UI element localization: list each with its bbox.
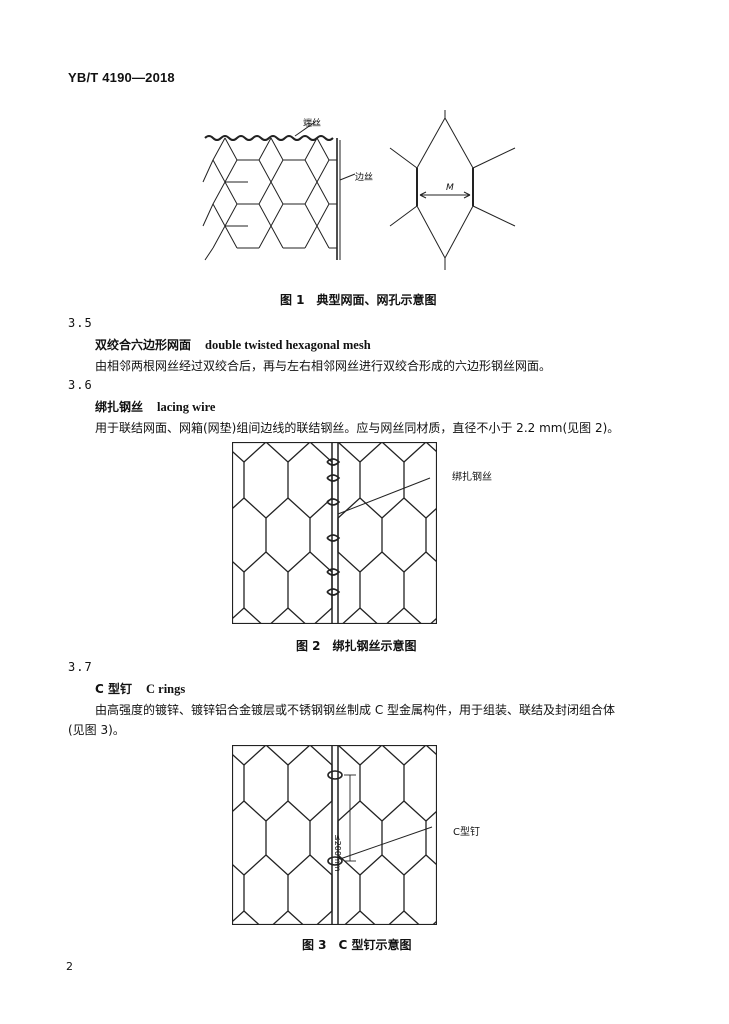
figure-2-caption: 图 2 绑扎钢丝示意图 [296,639,417,653]
section-3-6-number: 3.6 [68,378,93,392]
term-zh: C 型钉 [95,682,132,696]
figure-1-caption: 图 1 典型网面、网孔示意图 [280,293,437,307]
term-en: double twisted hexagonal mesh [205,338,371,352]
section-3-5-term: 双绞合六边形网面 double twisted hexagonal mesh [95,336,371,353]
section-3-5-definition: 由相邻两根网丝经过双绞合后，再与左右相邻网丝进行双绞合形成的六边形钢丝网面。 [95,359,552,373]
figure-3-caption: 图 3 C 型钉示意图 [302,938,412,952]
figure-1-mesh-diagram [202,110,516,270]
figure-2-lacing-wire-diagram [232,442,437,624]
section-3-5-number: 3.5 [68,316,93,330]
section-3-7-number: 3.7 [68,660,93,674]
label-lacing-wire: 绑扎钢丝 [452,472,492,483]
standard-code: YB/T 4190—2018 [68,70,175,85]
section-3-7-definition-line-1: 由高强度的镀锌、镀锌铝合金镀层或不锈钢钢丝制成 C 型金属构件，用于组装、联结及… [95,703,616,717]
label-edge-wire: 边丝 [355,173,374,183]
section-3-7-definition-line-2: (见图 3)。 [68,723,125,737]
label-c-ring: C型钉 [453,827,480,838]
term-zh: 绑扎钢丝 [95,400,144,414]
section-3-7-term: C 型钉 C rings [95,680,185,697]
label-spacing: ≤200mm [333,834,342,872]
term-en: C rings [146,682,186,696]
section-3-6-term: 绑扎钢丝 lacing wire [95,398,215,415]
figure-3-c-ring-diagram [232,745,437,925]
section-3-6-definition: 用于联结网面、网箱(网垫)组间边线的联结钢丝。应与网丝同材质，直径不小于 2.2… [95,421,620,435]
label-end-wire: 端丝 [303,119,322,129]
label-mesh-width: M [446,183,454,193]
term-en: lacing wire [157,400,216,414]
page-number: 2 [66,960,73,973]
term-zh: 双绞合六边形网面 [95,338,192,352]
